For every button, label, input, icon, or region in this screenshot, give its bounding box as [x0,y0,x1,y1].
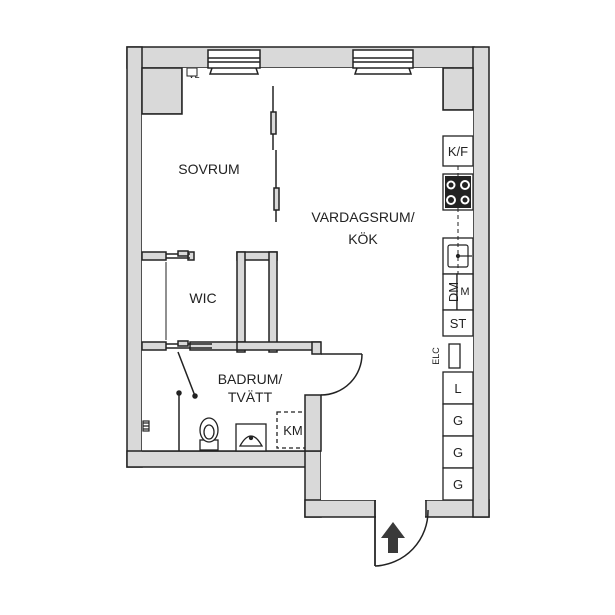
kitchen-sink-basin [447,244,472,268]
closet-g3 [442,467,474,501]
sliding-door-wic [166,250,212,349]
microwave-label: M [460,286,469,298]
sink [235,423,267,452]
shower-rail [176,351,198,451]
room-label-tvatt: TVÄTT [228,389,273,405]
fridge-freezer [442,135,474,167]
sliding-door-sovrum [270,86,280,222]
vl-box [186,67,198,77]
elc-label: ELC [431,347,441,365]
closet-l-label: L [454,381,461,396]
room-label-wic: WIC [189,290,216,306]
closet-g2-label: G [453,445,463,460]
oven-cabinet [442,309,474,337]
closet-g1-label: G [453,413,463,428]
room-label-vardagsrum: VARDAGSRUM/ [311,209,414,225]
closet-g2 [442,435,474,469]
elc-cabinet [448,343,461,369]
inner-floor [142,68,473,500]
window-left [207,49,261,75]
arrow-up-icon [381,522,405,553]
wic-frame [165,262,270,340]
room-label-kok: KÖK [348,230,378,247]
window-right [352,49,414,75]
toilet [199,417,219,451]
stove-burners [445,176,471,208]
door-badrum [320,353,363,396]
fridge-freezer-label: K/F [448,144,468,159]
closet-l [442,371,474,405]
washing-machine: KM [276,411,310,449]
interior-walls [141,251,322,355]
dishwasher-label: DM [446,282,461,302]
washing-machine-label: KM [283,423,303,438]
bath-wall-step [304,394,322,452]
inner-wall-lines [142,68,473,452]
closet-g3-label: G [453,477,463,492]
shower-drain [142,420,150,432]
room-label-badrum: BADRUM/ [218,371,283,387]
room-label-sovrum: SOVRUM [178,161,239,177]
oven-cabinet-label: ST [450,316,467,331]
